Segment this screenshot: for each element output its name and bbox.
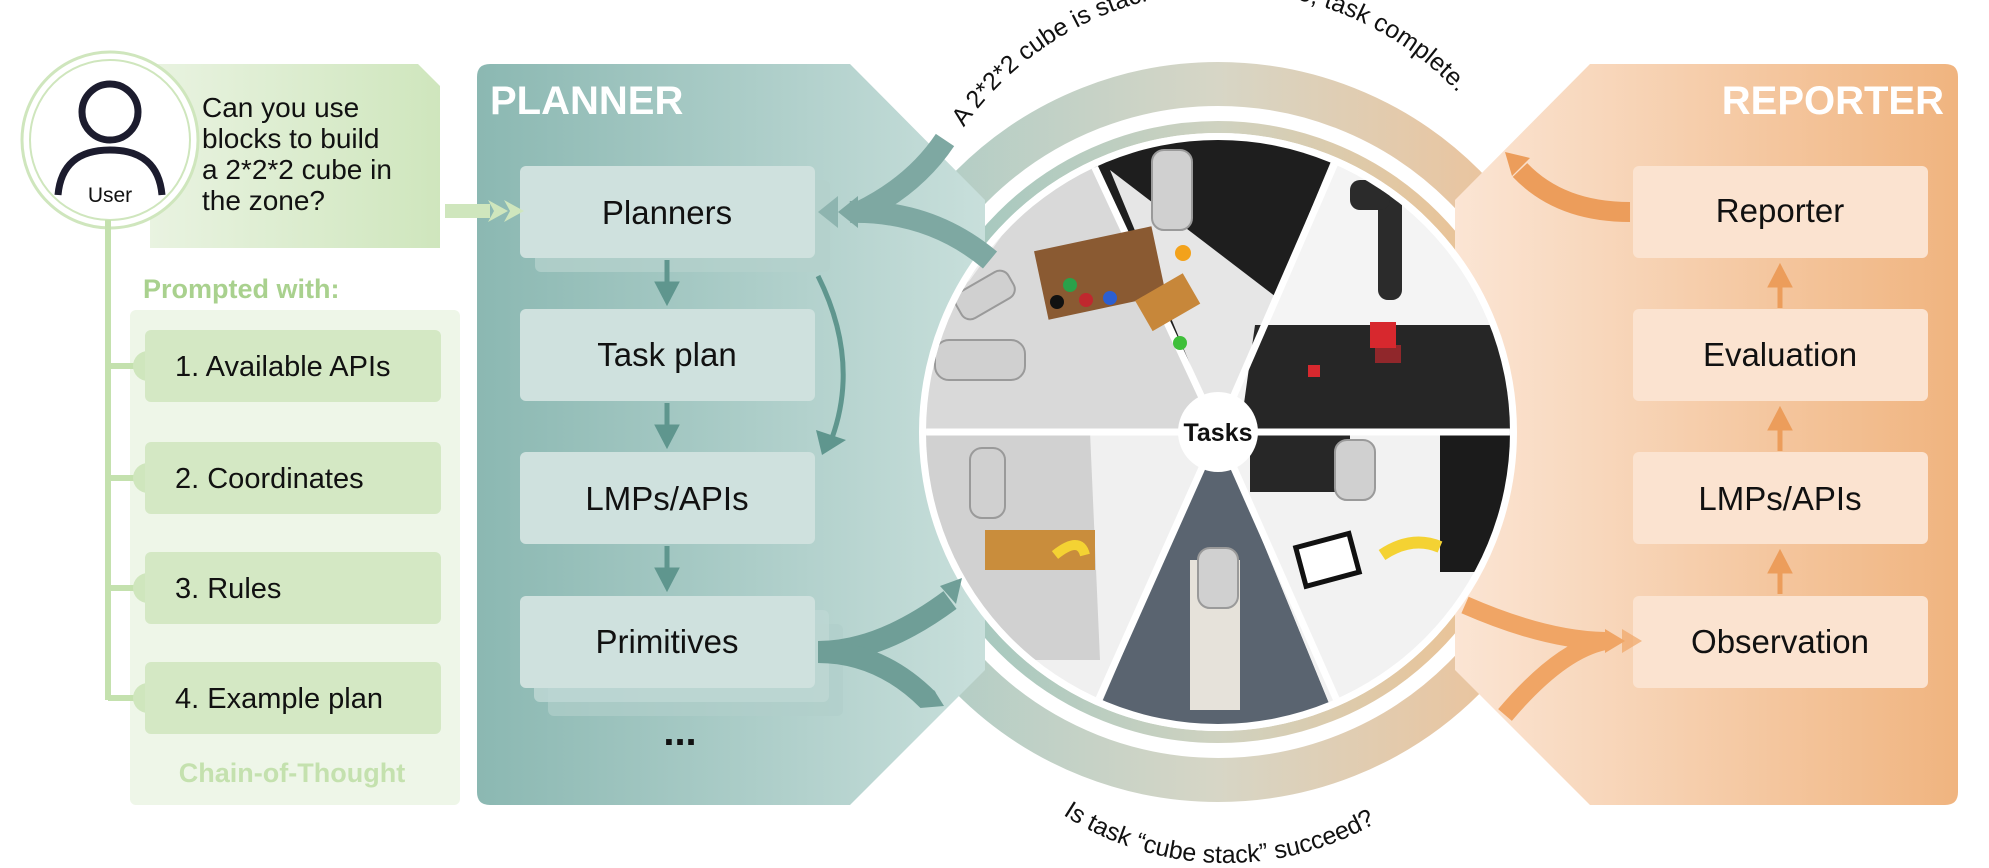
tasks-label: Tasks: [1183, 419, 1252, 447]
planner-skip-arrow: [815, 274, 846, 439]
prompt-item-coordinates: [145, 442, 441, 514]
prompt-item-label: 4. Example plan: [175, 683, 383, 715]
prompt-item-example-plan: [145, 662, 441, 734]
planner-skip-arrowhead: [816, 430, 846, 455]
planner-step-planners: [520, 166, 815, 258]
tasks-hub: [1178, 392, 1258, 472]
reporter-title: REPORTER: [1722, 79, 1944, 123]
planner-step-label: Planners: [602, 194, 732, 231]
planner-steps: Planners Task plan LMPs/APIs Primitives …: [520, 166, 843, 754]
reporter-step-reporter: [1633, 166, 1928, 258]
svg-text:a 2*2*2 cube in: a 2*2*2 cube in: [202, 154, 392, 185]
reporter-step-label: LMPs/APIs: [1698, 480, 1861, 517]
planner-step-task-plan: [520, 309, 815, 401]
prompt-items: 1. Available APIs 2. Coordinates 3. Rule…: [108, 330, 441, 734]
planner-step-lmps-apis: [520, 452, 815, 544]
prompt-item-label: 3. Rules: [175, 573, 281, 605]
planner-step-label: Primitives: [595, 623, 738, 660]
user-question-card: [150, 64, 440, 248]
user-label: User: [88, 184, 132, 207]
user-question: Can you use blocks to build a 2*2*2 cube…: [202, 92, 392, 216]
user-to-planner-bar: [445, 204, 490, 218]
planner-title: PLANNER: [490, 79, 683, 123]
planner-step-label: Task plan: [597, 336, 736, 373]
prompt-title: Prompted with:: [143, 274, 340, 304]
planner-step-label: LMPs/APIs: [585, 480, 748, 517]
reporter-step-lmps-apis: [1633, 452, 1928, 544]
user-to-planner-arrowhead: [488, 200, 508, 222]
prompt-item-label: 2. Coordinates: [175, 463, 364, 495]
planner-down-arrows: [654, 260, 680, 593]
prompt-footer: Chain-of-Thought: [179, 758, 405, 788]
reporter-steps: Reporter Evaluation LMPs/APIs Observatio…: [1633, 166, 1928, 688]
svg-text:the zone?: the zone?: [202, 185, 325, 216]
planner-step-primitives: [520, 596, 815, 688]
bottom-arc-text: Is task “cube stack” succeed?: [1060, 796, 1379, 868]
reporter-up-arrows: [1767, 262, 1793, 594]
reporter-step-observation: [1633, 596, 1928, 688]
prompt-item-apis: [145, 330, 441, 402]
reporter-step-label: Evaluation: [1703, 336, 1857, 373]
svg-text:Can you use: Can you use: [202, 92, 359, 123]
reporter-step-label: Reporter: [1716, 192, 1844, 229]
svg-text:blocks to build: blocks to build: [202, 123, 379, 154]
planner-ellipsis: ...: [663, 710, 696, 754]
user-icon: [54, 80, 166, 196]
prompt-item-label: 1. Available APIs: [175, 351, 391, 383]
reporter-to-arc-arrow: [1512, 162, 1631, 222]
prompt-item-rules: [145, 552, 441, 624]
reporter-step-evaluation: [1633, 309, 1928, 401]
reporter-step-label: Observation: [1691, 623, 1869, 660]
